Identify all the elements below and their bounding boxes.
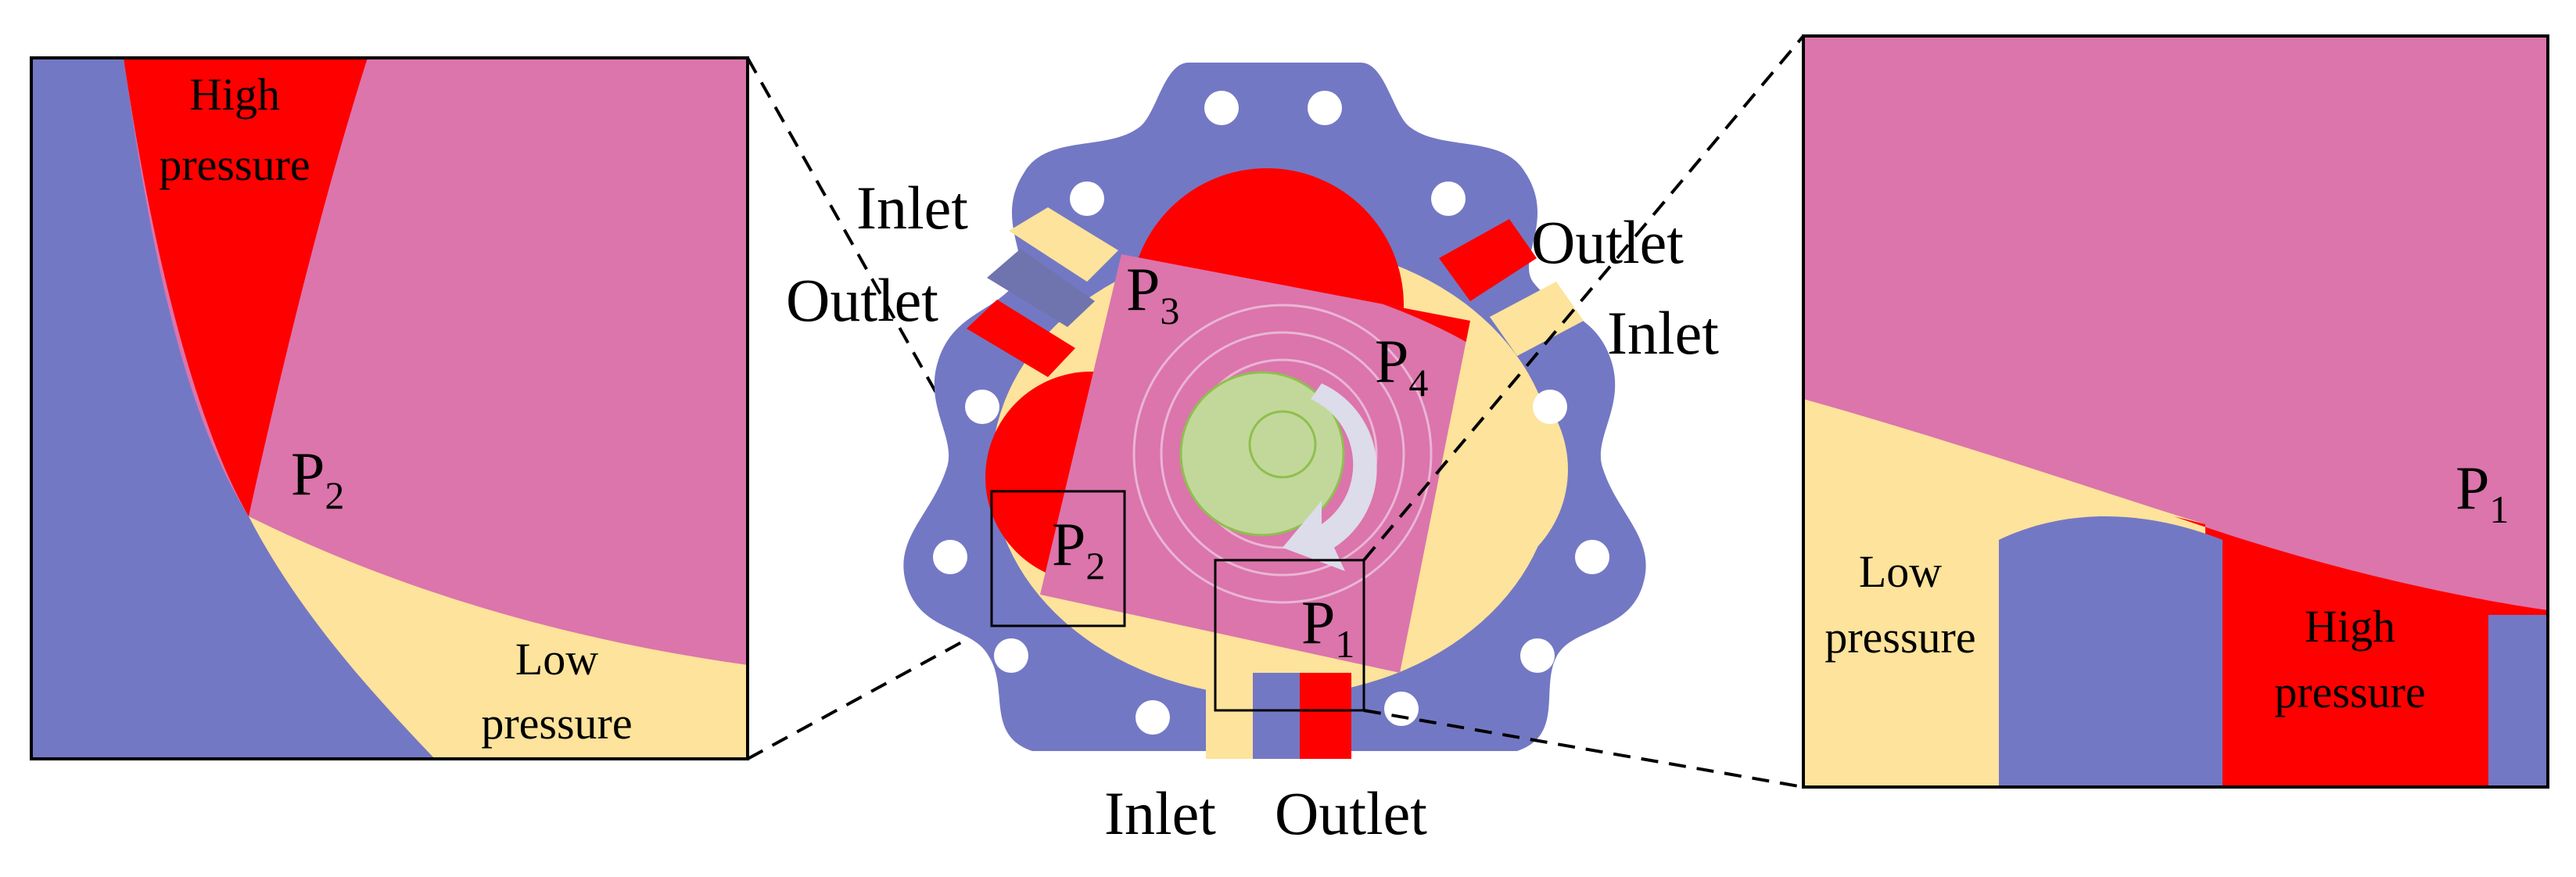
- port-upper-left-low: [1009, 207, 1118, 282]
- port-label-bottom-left: Inlet: [1104, 779, 1216, 847]
- right-zoom-frame: [1802, 34, 2549, 789]
- drive-shaft-inner: [1248, 410, 1317, 479]
- bolt-holes: [933, 91, 1609, 735]
- rotation-arrow: [1283, 383, 1377, 571]
- left-zoom-high-label-line1: High: [189, 69, 280, 120]
- port-label-bottom-right: Outlet: [1275, 779, 1427, 847]
- center-point-p1: P1: [1301, 588, 1354, 666]
- port-label-upper-left-bottom: Outlet: [786, 266, 938, 334]
- center-point-p2: P2: [1052, 510, 1105, 588]
- right-zoom-housing-block-left: [1999, 516, 2223, 787]
- zoom-box-p1: [1214, 559, 1365, 712]
- port-upper-left-mid: [987, 249, 1095, 327]
- left-zoom-high-label-line2: pressure: [159, 139, 310, 190]
- port-upper-right-low: [1490, 282, 1584, 356]
- left-zoom-point-p2: P2: [291, 440, 344, 517]
- right-leader-top: [1362, 34, 1805, 562]
- left-zoom-low-label-line1: Low: [515, 634, 598, 685]
- right-zoom-panel: [1803, 36, 2548, 787]
- port-bottom-inlet: [1206, 673, 1253, 759]
- right-zoom-housing-block-right: [2488, 615, 2548, 787]
- left-leader-bottom: [747, 624, 992, 760]
- port-upper-left-high: [967, 300, 1075, 377]
- port-label-upper-left-top: Inlet: [856, 174, 968, 242]
- right-zoom-low-label-line1: Low: [1859, 546, 1942, 597]
- right-zoom-high-pressure-region: [2174, 516, 2548, 787]
- right-zoom-high-label-line2: pressure: [2274, 667, 2425, 717]
- center-point-p4: P4: [1375, 327, 1428, 404]
- left-zoom-housing-region: [31, 58, 435, 759]
- left-zoom-panel: [31, 58, 748, 759]
- left-zoom-low-pressure-region: [249, 516, 748, 759]
- port-label-upper-right-top: Outlet: [1531, 208, 1684, 276]
- right-zoom-point-p1: P1: [2456, 454, 2509, 531]
- left-zoom-frame: [30, 56, 749, 760]
- left-zoom-low-label-line2: pressure: [481, 698, 632, 749]
- port-bottom-divider: [1253, 673, 1300, 759]
- zoom-box-p2: [990, 490, 1126, 627]
- port-label-upper-right-bottom: Inlet: [1607, 299, 1719, 367]
- center-point-p3: P3: [1126, 255, 1179, 332]
- left-zoom-high-pressure-region: [124, 58, 368, 516]
- right-zoom-high-label-line1: High: [2305, 601, 2395, 652]
- port-bottom-outlet: [1300, 673, 1351, 759]
- right-leader-bottom: [1363, 709, 1804, 789]
- right-zoom-low-label-line2: pressure: [1824, 612, 1975, 663]
- port-upper-right-high: [1439, 219, 1537, 301]
